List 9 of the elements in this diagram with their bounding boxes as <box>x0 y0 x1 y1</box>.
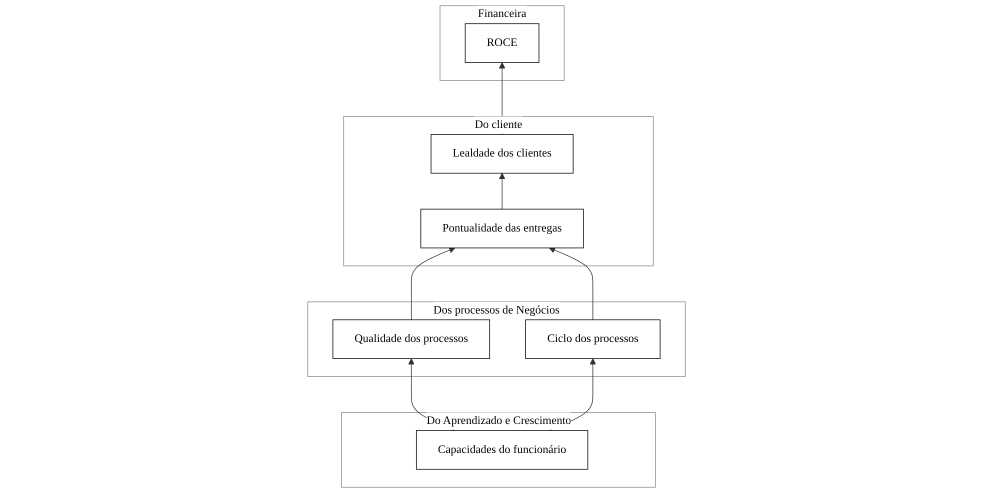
arrow <box>548 247 594 320</box>
node-box: Pontualidade das entregas <box>420 208 584 248</box>
node-box: ROCE <box>464 23 540 63</box>
arrow <box>498 172 506 210</box>
node-box: Lealdade dos clientes <box>430 134 574 174</box>
node-box: Ciclo dos processos <box>525 319 660 359</box>
node-box: Qualidade dos processos <box>332 319 490 359</box>
node-box: Capacidades do funcionário <box>416 430 588 470</box>
arrow <box>410 247 456 320</box>
